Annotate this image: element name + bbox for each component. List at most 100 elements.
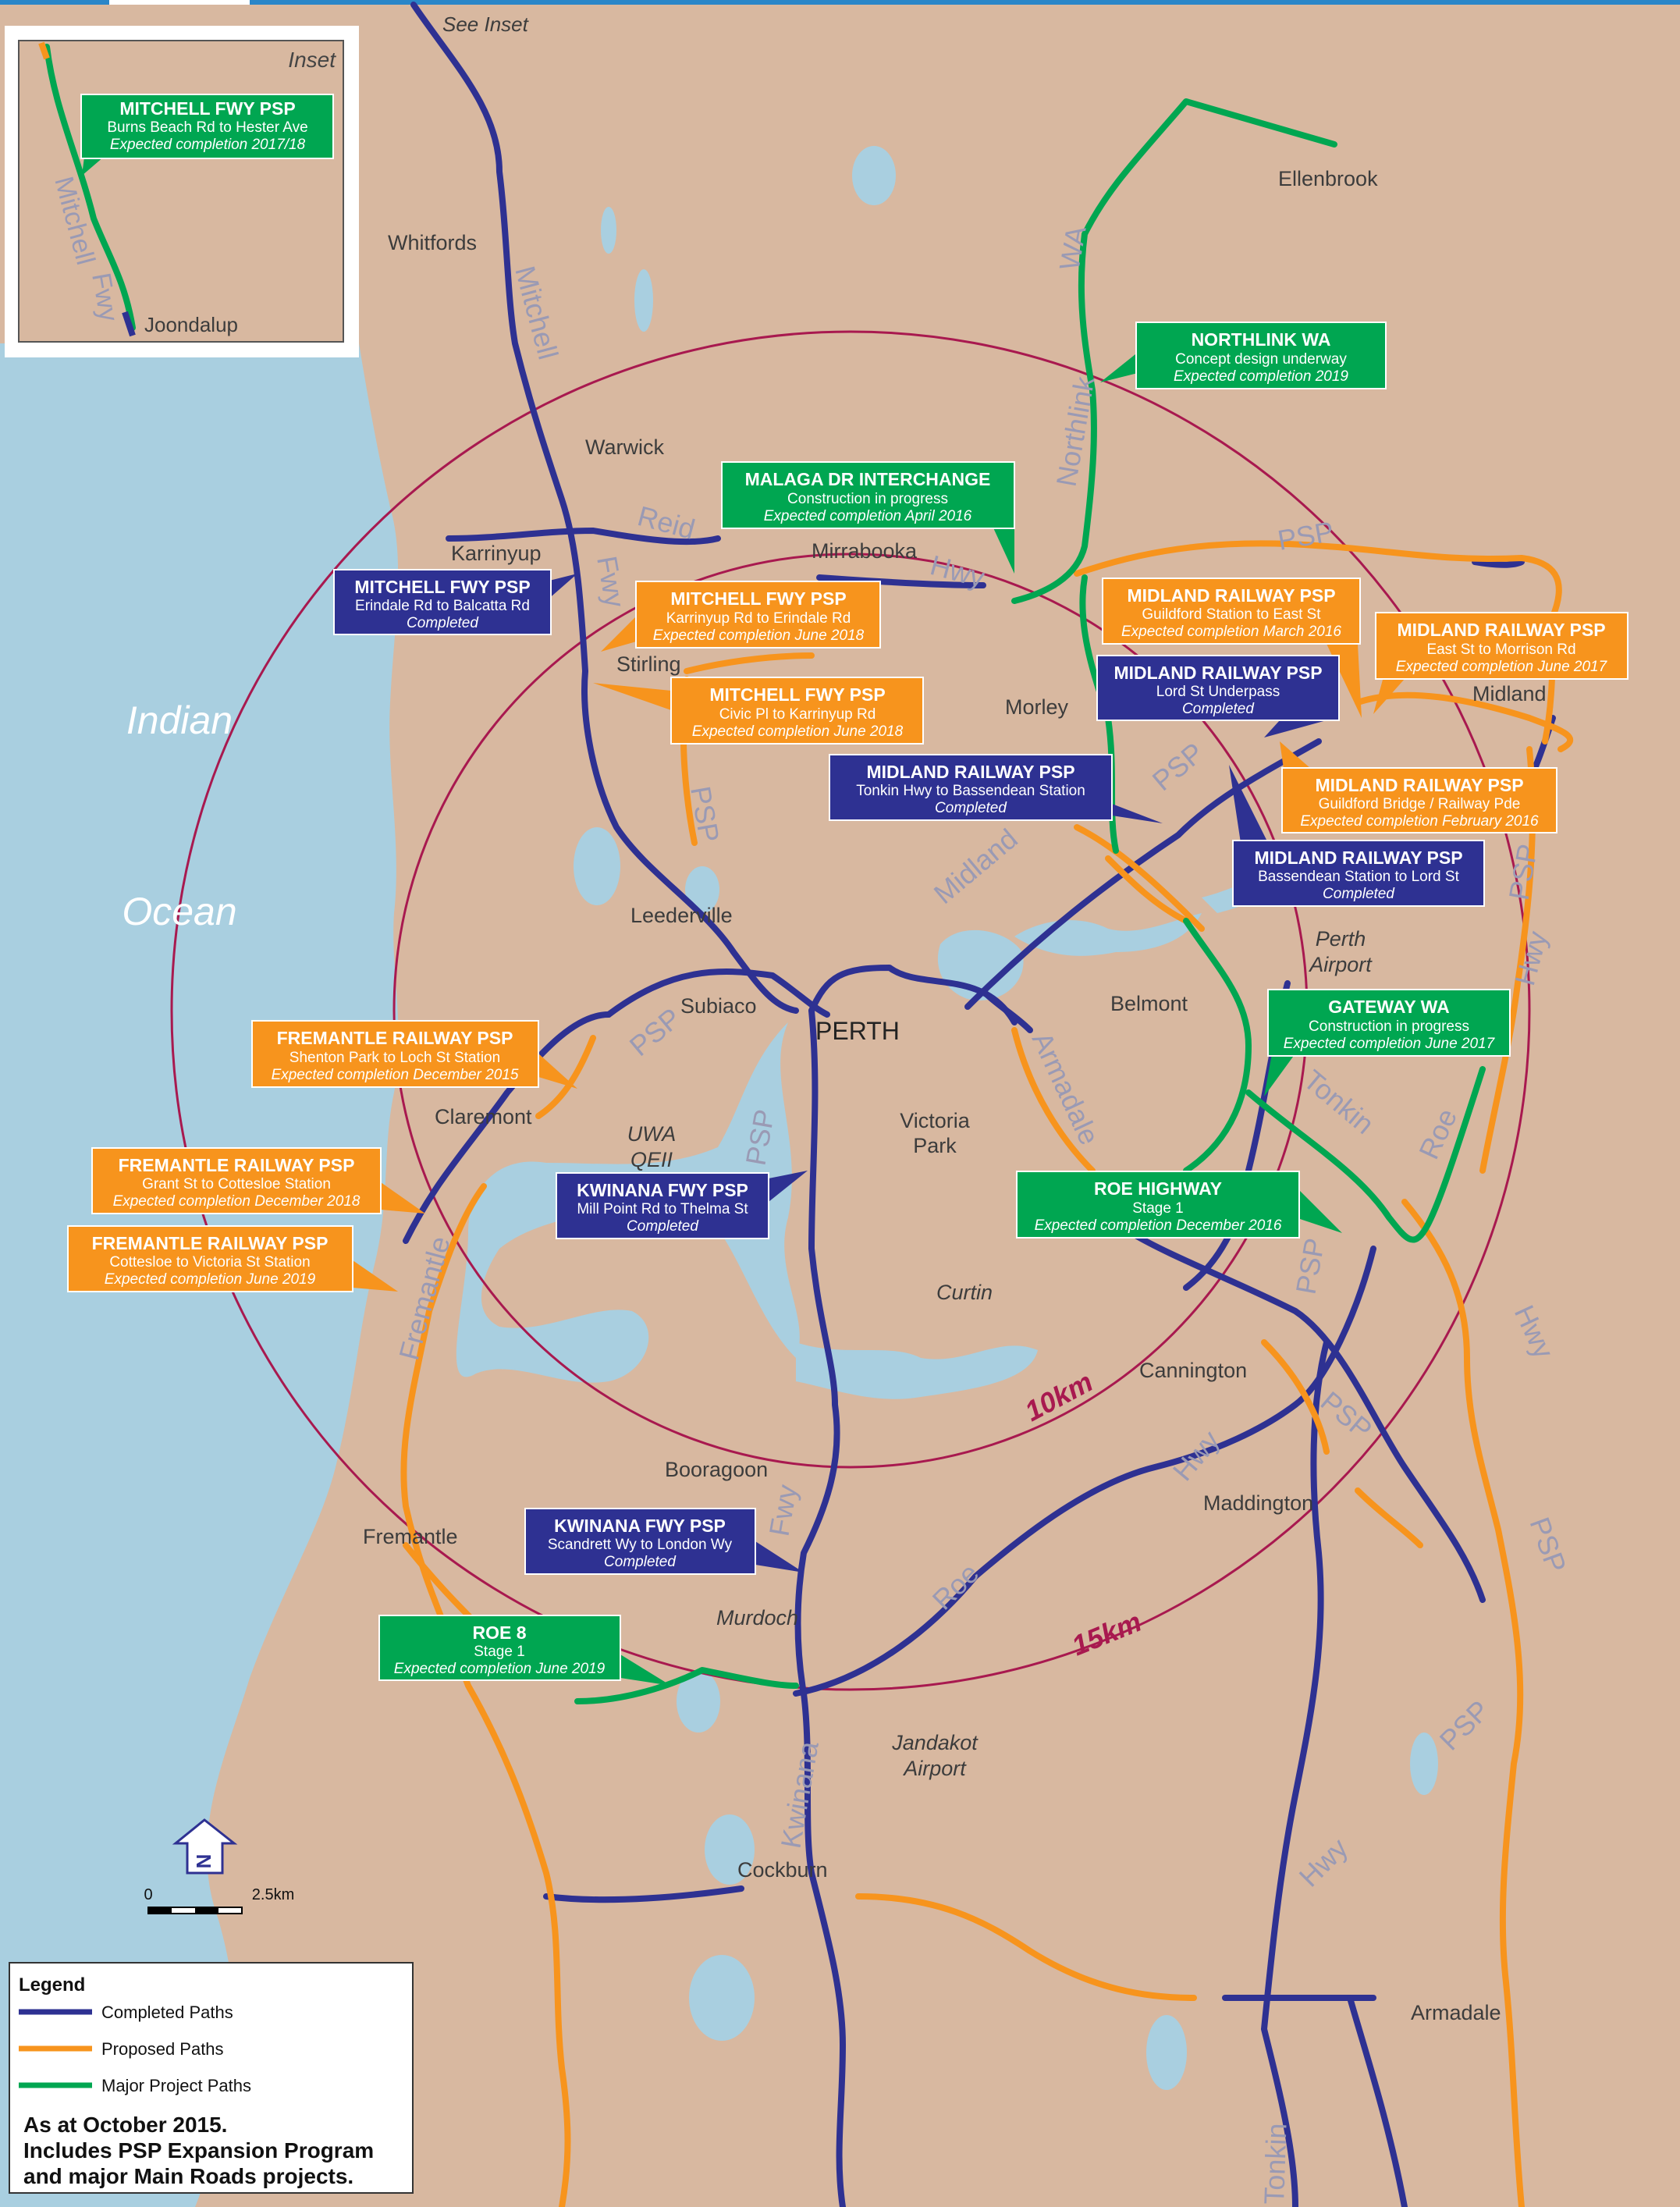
callout-title: MIDLAND RAILWAY PSP [1397, 620, 1605, 640]
suburb-jandakot-2: Airport [902, 1757, 967, 1780]
suburb-armadale: Armadale [1411, 2001, 1501, 2024]
legend-note-3: and major Main Roads projects. [23, 2164, 353, 2188]
callout-fremantle-grant: FREMANTLE RAILWAY PSP Grant St to Cottes… [91, 1147, 425, 1214]
suburb-murdoch: Murdoch [716, 1606, 798, 1629]
callout-fremantle-cottesloe: FREMANTLE RAILWAY PSP Cottesloe to Victo… [67, 1225, 398, 1292]
ocean-label-ocean: Ocean [122, 890, 236, 933]
road-label-tonkin-south: Tonkin [1258, 2123, 1293, 2205]
callout-line1: Stage 1 [474, 1644, 525, 1660]
suburb-ellenbrook: Ellenbrook [1278, 167, 1378, 190]
callout-title: FREMANTLE RAILWAY PSP [92, 1233, 329, 1253]
suburb-subiaco: Subiaco [680, 994, 757, 1018]
callout-fremantle-shenton: FREMANTLE RAILWAY PSP Shenton Park to Lo… [251, 1020, 577, 1089]
callouts: MITCHELL FWY PSP Burns Beach Rd to Heste… [67, 94, 1628, 1686]
callout-title: MALAGA DR INTERCHANGE [745, 469, 991, 489]
callout-midland-lord: MIDLAND RAILWAY PSP Lord St Underpass Co… [1096, 655, 1340, 737]
callout-line1: Tonkin Hwy to Bassendean Station [856, 783, 1085, 799]
callout-roe8: ROE 8 Stage 1 Expected completion June 2… [378, 1615, 671, 1686]
callout-midland-east-morrison: MIDLAND RAILWAY PSP East St to Morrison … [1373, 612, 1628, 714]
callout-line2: Expected completion 2017/18 [110, 137, 306, 153]
callout-line1: Scandrett Wy to London Wy [548, 1537, 733, 1553]
callout-line1: Concept design underway [1175, 351, 1347, 368]
suburb-midland: Midland [1472, 682, 1547, 705]
inset-panel: Inset Mitchell Fwy Joondalup [5, 26, 359, 357]
suburb-belmont: Belmont [1110, 992, 1188, 1015]
callout-line1: Stage 1 [1132, 1200, 1184, 1217]
callout-line1: Guildford Bridge / Railway Pde [1319, 796, 1521, 812]
top-rule-gap [109, 0, 250, 5]
callout-line1: Burns Beach Rd to Hester Ave [107, 119, 307, 136]
callout-title: MIDLAND RAILWAY PSP [1315, 775, 1523, 795]
callout-kwinana-scandrett: KWINANA FWY PSP Scandrett Wy to London W… [524, 1508, 804, 1575]
callout-mitchell-inset: MITCHELL FWY PSP Burns Beach Rd to Heste… [80, 94, 334, 176]
callout-title: FREMANTLE RAILWAY PSP [277, 1028, 513, 1048]
callout-line1: Mill Point Rd to Thelma St [577, 1201, 748, 1217]
callout-midland-bassendean: MIDLAND RAILWAY PSP Bassendean Station t… [1229, 765, 1485, 907]
callout-line1: Erindale Rd to Balcatta Rd [355, 598, 530, 614]
legend-item-proposed: Proposed Paths [101, 2039, 224, 2059]
suburb-whitfords: Whitfords [388, 231, 477, 254]
callout-line2: Expected completion December 2016 [1035, 1217, 1282, 1234]
callout-line1: Civic Pl to Karrinyup Rd [719, 706, 876, 723]
legend-note-2: Includes PSP Expansion Program [23, 2138, 374, 2163]
suburb-perth: PERTH [815, 1017, 900, 1045]
scale-zero: 0 [144, 1886, 152, 1903]
callout-title: MITCHELL FWY PSP [354, 577, 530, 597]
callout-title: KWINANA FWY PSP [577, 1180, 748, 1200]
suburb-cannington: Cannington [1139, 1359, 1247, 1382]
suburb-labels: Whitfords Warwick Karrinyup Mirrabooka S… [363, 167, 1547, 2024]
callout-line2: Expected completion March 2016 [1121, 624, 1341, 640]
callout-title: NORTHLINK WA [1192, 329, 1331, 350]
callout-line2: Expected completion 2019 [1174, 368, 1348, 385]
callout-title: GATEWAY WA [1328, 997, 1450, 1017]
ocean-label-indian: Indian [126, 698, 233, 742]
callout-line2: Expected completion June 2018 [692, 723, 904, 740]
callout-mitchell-civic: MITCHELL FWY PSP Civic Pl to Karrinyup R… [593, 677, 924, 745]
suburb-maddington: Maddington [1203, 1491, 1313, 1515]
callout-line2: Expected completion December 2015 [272, 1067, 519, 1083]
callout-line2: Completed [1323, 886, 1395, 902]
callout-line2: Completed [935, 800, 1007, 816]
ring-15km [170, 330, 1531, 1691]
callout-title: MIDLAND RAILWAY PSP [1254, 848, 1462, 868]
callout-mitchell-erindale: MITCHELL FWY PSP Erindale Rd to Balcatta… [333, 569, 577, 635]
suburb-jandakot-1: Jandakot [891, 1731, 979, 1754]
suburb-uwa: UWA [627, 1122, 677, 1146]
callout-midland-tonkin: MIDLAND RAILWAY PSP Tonkin Hwy to Bassen… [829, 754, 1163, 823]
legend: Legend Completed Paths Proposed Paths Ma… [9, 1962, 414, 2194]
suburb-leederville: Leederville [630, 904, 733, 927]
callout-line2: Expected completion June 2017 [1396, 659, 1608, 675]
callout-mitchell-karrinyup: MITCHELL FWY PSP Karrinyup Rd to Erindal… [601, 581, 881, 652]
callout-line1: Bassendean Station to Lord St [1258, 869, 1459, 885]
scale-bar: 0 2.5km [144, 1886, 294, 1914]
inset-title: Inset [288, 48, 336, 72]
north-icon: N [192, 1854, 215, 1869]
callout-line1: Grant St to Cottesloe Station [142, 1176, 331, 1192]
callout-line1: Construction in progress [1309, 1018, 1469, 1035]
suburb-cockburn: Cockburn [737, 1858, 828, 1882]
road-label-wa: WA [1053, 223, 1092, 272]
callout-line2: Expected completion June 2018 [653, 627, 865, 644]
lakes [574, 146, 1438, 2090]
callout-line1: Cottesloe to Victoria St Station [109, 1254, 310, 1271]
suburb-stirling: Stirling [616, 652, 681, 676]
suburb-warwick: Warwick [585, 435, 664, 459]
suburb-victoria-park-1: Victoria [900, 1109, 971, 1132]
suburb-booragoon: Booragoon [665, 1458, 768, 1481]
callout-title: MIDLAND RAILWAY PSP [1113, 663, 1322, 683]
callout-line1: Lord St Underpass [1156, 684, 1280, 700]
callout-title: MITCHELL FWY PSP [709, 684, 885, 705]
callout-line1: Shenton Park to Loch St Station [289, 1050, 500, 1066]
proposed-paths [400, 540, 1574, 2207]
callout-title: MITCHELL FWY PSP [119, 98, 295, 119]
callout-line2: Completed [407, 615, 479, 631]
suburb-victoria-park-2: Park [913, 1134, 957, 1157]
legend-title: Legend [19, 1974, 85, 1996]
callout-line2: Completed [627, 1218, 699, 1235]
callout-line2: Completed [604, 1554, 677, 1570]
callout-northlink: NORTHLINK WA Concept design underway Exp… [1100, 322, 1387, 389]
suburb-karrinyup: Karrinyup [451, 542, 542, 565]
callout-line1: Construction in progress [787, 491, 948, 507]
legend-note-1: As at October 2015. [23, 2113, 227, 2137]
